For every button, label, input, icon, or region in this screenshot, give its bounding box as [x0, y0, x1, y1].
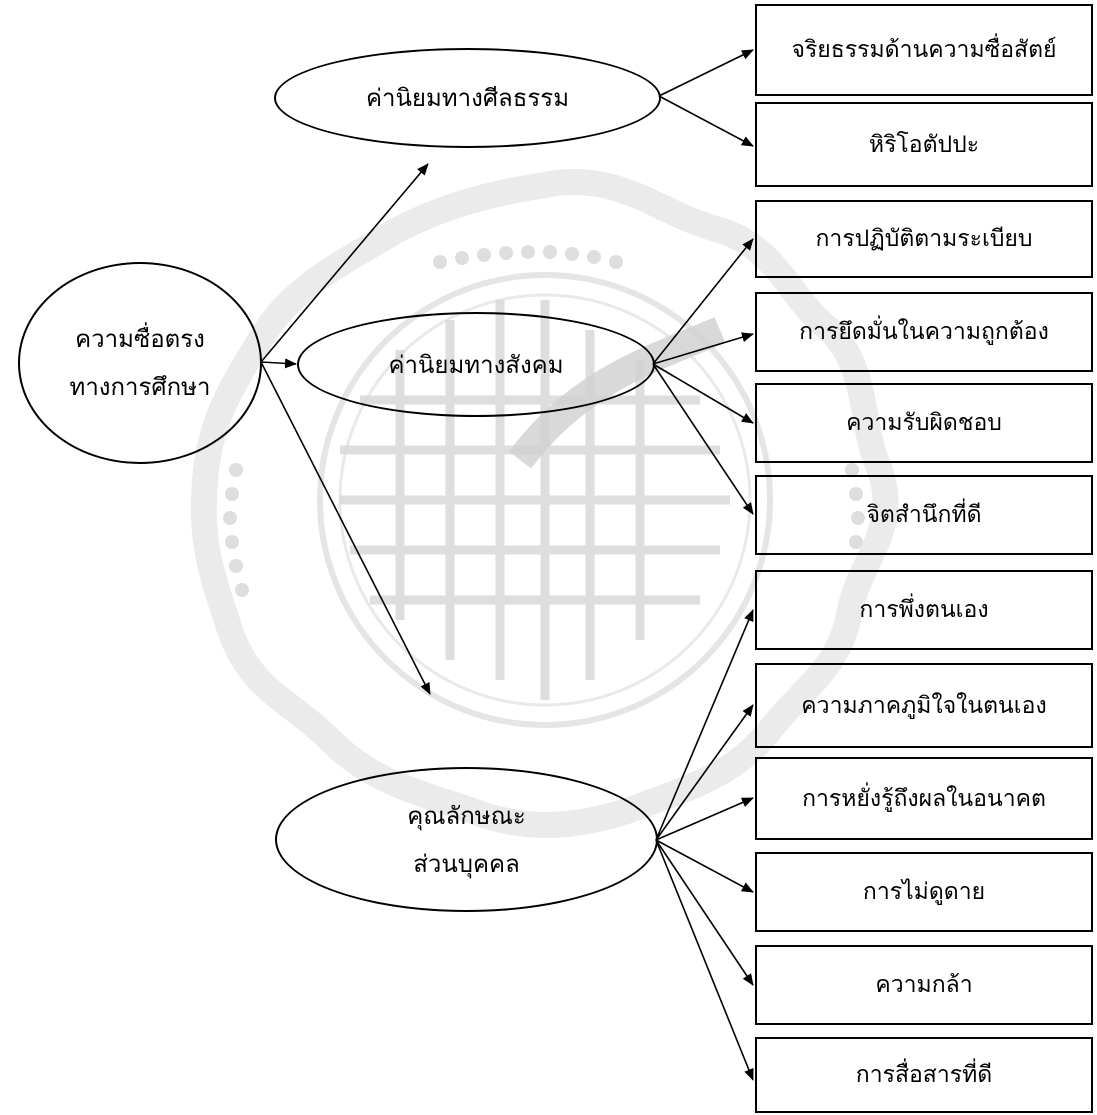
arrow-group-3-to-item-9: [655, 797, 754, 841]
item-label: ความกล้า: [875, 972, 973, 998]
item-label: ความรับผิดชอบ: [846, 410, 1002, 436]
arrow-root-to-group-1: [260, 163, 429, 363]
item-box: ความกล้า: [755, 945, 1093, 1025]
item-box: จริยธรรมด้านความซื่อสัตย์: [755, 4, 1093, 96]
arrow-group-1-to-item-1: [658, 49, 754, 97]
item-label: การพึ่งตนเอง: [859, 597, 989, 623]
item-box: การไม่ดูดาย: [755, 852, 1093, 932]
item-box: ความรับผิดชอบ: [755, 383, 1093, 463]
item-label: การสื่อสารที่ดี: [855, 1062, 993, 1088]
item-box: หิริโอตัปปะ: [755, 102, 1093, 187]
arrow-root-to-group-3: [260, 361, 431, 695]
arrow-group-2-to-item-3: [652, 238, 754, 365]
group-label: ค่านิยมทางสังคม: [388, 350, 564, 379]
arrow-group-2-to-item-4: [652, 332, 754, 365]
item-label: ความภาคภูมิใจในตนเอง: [801, 692, 1047, 719]
group-label-line-2: ส่วนบุคคล: [413, 849, 520, 878]
group-personal-traits-ellipse: คุณลักษณะ ส่วนบุคคล: [275, 767, 658, 912]
item-box: การหยั่งรู้ถึงผลในอนาคต: [755, 757, 1093, 840]
group-social-values-ellipse: ค่านิยมทางสังคม: [297, 312, 655, 417]
item-label: จริยธรรมด้านความซื่อสัตย์: [791, 37, 1057, 63]
group-label-line-1: คุณลักษณะ: [407, 801, 526, 830]
arrow-group-3-to-item-10: [655, 839, 754, 893]
item-label: การยึดมั่นในความถูกต้อง: [799, 319, 1049, 345]
item-label: จิตสำนึกที่ดี: [866, 502, 982, 528]
root-label-line-2: ทางการศึกษา: [69, 373, 211, 401]
item-box: จิตสำนึกที่ดี: [755, 475, 1093, 555]
item-box: ความภาคภูมิใจในตนเอง: [755, 663, 1093, 748]
item-box: การยึดมั่นในความถูกต้อง: [755, 292, 1093, 372]
item-box: การสื่อสารที่ดี: [755, 1037, 1093, 1113]
item-box: การพึ่งตนเอง: [755, 570, 1093, 650]
group-label: ค่านิยมทางศีลธรรม: [365, 84, 570, 112]
item-label: การหยั่งรู้ถึงผลในอนาคต: [802, 785, 1046, 812]
arrow-group-3-to-item-7: [655, 609, 754, 841]
root-label-line-1: ความซื่อตรง: [75, 325, 205, 353]
item-box: การปฏิบัติตามระเบียบ: [755, 200, 1093, 278]
group-moral-values-ellipse: ค่านิยมทางศีลธรรม: [274, 48, 661, 148]
arrow-group-3-to-item-11: [655, 839, 754, 986]
root-concept-circle: ความซื่อตรง ทางการศึกษา: [18, 262, 262, 464]
arrow-group-1-to-item-2: [658, 95, 754, 147]
item-label: หิริโอตัปปะ: [868, 131, 980, 158]
arrow-group-3-to-item-12: [655, 839, 754, 1081]
item-label: การไม่ดูดาย: [862, 879, 986, 905]
arrow-group-2-to-item-6: [652, 363, 754, 515]
item-label: การปฏิบัติตามระเบียบ: [815, 226, 1033, 252]
arrow-root-to-group-2: [260, 358, 297, 369]
arrow-group-2-to-item-5: [652, 363, 754, 424]
arrow-group-3-to-item-8: [655, 704, 754, 841]
